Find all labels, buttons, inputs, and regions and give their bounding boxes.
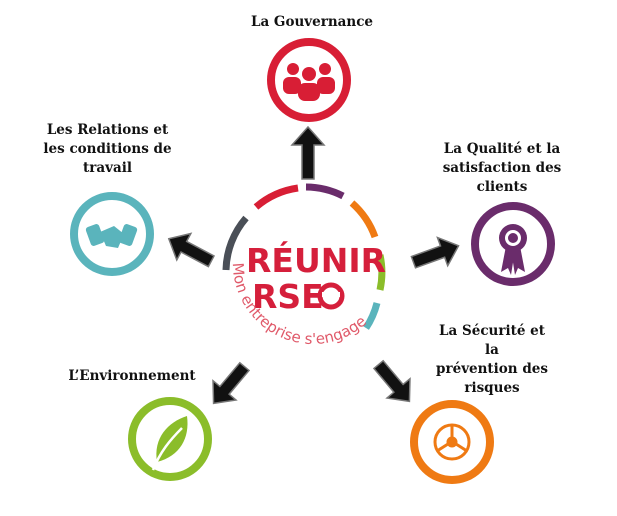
handshake-icon: [85, 224, 138, 248]
logo-mark-icon: [317, 282, 345, 310]
award-rosette-icon: [499, 224, 527, 275]
steering-wheel-icon: [433, 423, 471, 461]
label-gouvernance: La Gouvernance: [250, 14, 374, 30]
logo-ring: [222, 183, 386, 330]
relations-node: [70, 192, 154, 276]
qualite-node: [471, 202, 555, 286]
group-of-people-icon: [283, 63, 335, 101]
arrow-right: [410, 236, 460, 269]
gouvernance-node: [267, 38, 351, 122]
label-relations: Les Relations et les conditions de trava…: [43, 122, 172, 176]
label-securite: La Sécurité et la prévention des risques: [436, 323, 548, 396]
logo-line1: RÉUNIR: [246, 240, 386, 280]
logo-line2: RSE: [252, 277, 324, 316]
arrows: [167, 125, 460, 405]
leaf-icon: [151, 416, 188, 471]
label-environnement: L’Environnement: [68, 368, 196, 384]
environnement-node: [128, 397, 212, 481]
arrow-left: [167, 232, 216, 268]
label-qualite: La Qualité et la satisfaction des client…: [442, 141, 562, 195]
arrow-up: [290, 125, 326, 180]
securite-node: [410, 400, 494, 484]
arrow-down-right: [372, 359, 411, 403]
arrow-down-left: [212, 361, 251, 405]
